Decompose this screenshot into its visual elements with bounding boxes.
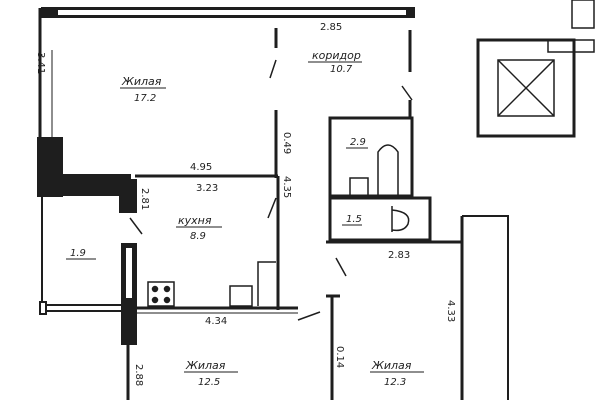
- bathroom-wall: [328, 116, 414, 198]
- dim-corridor-gap: 0.49: [281, 132, 292, 154]
- shaft-cross-2: [497, 59, 555, 117]
- kitchen-area: 8.9: [190, 231, 206, 242]
- living-top-name: Жилая: [121, 75, 162, 88]
- dim-top-width: 2.85: [320, 22, 342, 33]
- dim-corridor-depth: 4.35: [281, 176, 292, 198]
- door-corridor: [401, 85, 413, 101]
- bathtub-icon: [377, 144, 399, 195]
- window-top-right: [571, 0, 595, 29]
- stove-icon: [147, 281, 175, 307]
- corridor-name: коридор: [312, 49, 361, 62]
- kitchen-name: кухня: [178, 214, 212, 227]
- stair-shaft-outer: [476, 38, 576, 138]
- balcony-corner: [39, 301, 47, 315]
- dim-room-width: 4.34: [205, 316, 227, 327]
- door-right-room: [335, 257, 347, 277]
- kitchen-window: [126, 248, 132, 298]
- dim-kitchen-depth: 2.81: [139, 188, 150, 210]
- toilet-wall: [328, 196, 432, 242]
- dim-bath-width: 2.83: [388, 250, 410, 261]
- kitchen-sink-icon: [229, 285, 253, 307]
- cabinet-icon: [257, 261, 276, 306]
- door-kitchen: [267, 197, 277, 219]
- dim-kitchen-width: 3.23: [196, 183, 218, 194]
- sink-icon: [349, 177, 369, 197]
- living-bottom-left-name: Жилая: [185, 359, 226, 372]
- dimension-labels: 2.85 3.41 4.95 0.49 3.23 2.81 4.35 2.83 …: [35, 22, 456, 386]
- dim-room-left-height: 2.88: [133, 364, 144, 386]
- corridor-area: 10.7: [330, 64, 353, 75]
- dim-left-height: 3.41: [35, 52, 46, 74]
- dim-wall-gap: 0.14: [334, 346, 345, 368]
- dim-room-height: 4.33: [445, 300, 456, 322]
- stair-shaft-inner: [497, 59, 555, 117]
- ledge-right: [547, 39, 595, 53]
- toilet-icon: [391, 206, 410, 232]
- living-top-area: 17.2: [134, 93, 156, 104]
- living-bottom-left-area: 12.5: [198, 377, 220, 388]
- door-living: [269, 59, 277, 79]
- fixtures: [147, 0, 595, 307]
- room-labels: Жилая 17.2 коридор 10.7 2.9 1.5 кухня 8.…: [70, 49, 412, 388]
- door-left-room: [297, 311, 321, 321]
- living-bottom-right-area: 12.3: [384, 377, 406, 388]
- dim-living-width: 4.95: [190, 162, 212, 173]
- top-wall-window: [58, 10, 406, 15]
- label-underlines: [66, 61, 424, 373]
- kitchen-pier: [119, 179, 137, 213]
- bathroom-area: 2.9: [350, 137, 366, 148]
- balcony-area: 1.9: [70, 248, 86, 259]
- living-bottom-right-name: Жилая: [371, 359, 412, 372]
- walls: [37, 7, 509, 400]
- door-balcony: [129, 217, 143, 235]
- right-outer-wall: [462, 215, 509, 400]
- toilet-area: 1.5: [346, 214, 362, 225]
- left-pier: [37, 137, 63, 197]
